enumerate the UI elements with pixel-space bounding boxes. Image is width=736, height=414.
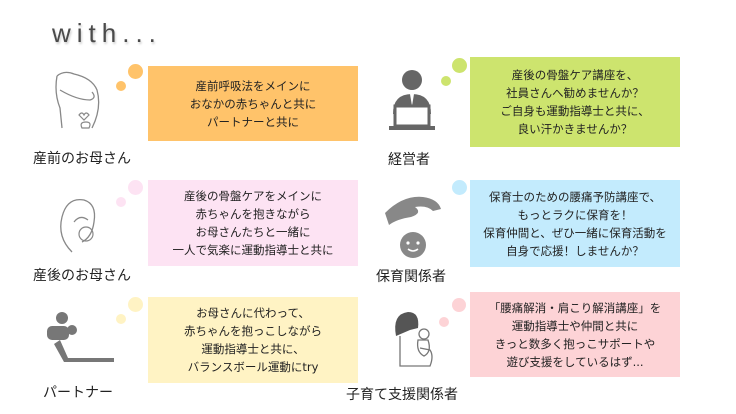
card-line: 運動指導士や仲間と共に — [511, 318, 639, 333]
message-card: 産前呼吸法をメインに おなかの赤ちゃんと共に パートナーと共に — [148, 66, 358, 141]
card-label: 産後のお母さん — [33, 268, 131, 284]
card-line: 社員さんへ勧めませんか？ — [506, 86, 644, 100]
thought-dot — [441, 76, 451, 86]
message-card: 産後の骨盤ケアをメインに 赤ちゃんを抱きながら お母さんたちと一緒に 一人で気楽… — [148, 180, 358, 266]
page-title: with... — [52, 18, 162, 48]
thought-dot — [116, 81, 126, 91]
message-card: 保育士のための腰痛予防講座で、 もっとラクに保育を！ 保育仲間と、ぜひ一緒に保育… — [470, 180, 680, 267]
card-line: ご自身も運動指導士と共に、 — [500, 104, 650, 118]
mother-baby-icon — [60, 198, 96, 253]
message-card: 「腰痛解消・肩こり解消講座」を 運動指導士や仲間と共に きっと数多く抱っこサポー… — [470, 292, 680, 377]
card-line: 良い汗かきませんか？ — [517, 122, 633, 136]
card-line: 保育仲間と、ぜひ一緒に保育活動を — [483, 225, 667, 240]
card-line: 産後の骨盤ケアをメインに — [184, 189, 322, 203]
card-line: 運動指導士と共に、 — [201, 342, 305, 356]
card-line: 産前呼吸法をメインに — [195, 78, 311, 93]
card-label: 経営者 — [388, 152, 430, 168]
thought-dot — [452, 58, 467, 73]
thought-dot — [116, 197, 126, 207]
card-line: お母さんたちと一緒に — [195, 225, 311, 239]
card-line: きっと数多く抱っこサポートや — [494, 336, 656, 351]
card-line: パートナーと共に — [207, 114, 299, 129]
card-line: おなかの赤ちゃんと共に — [189, 96, 317, 111]
businessman-laptop-icon — [389, 70, 435, 130]
card-line: 産後の骨盤ケア講座を、 — [511, 68, 639, 82]
card-line: お母さんに代わって、 — [196, 306, 310, 320]
card-line: 赤ちゃんを抱っこしながら — [184, 324, 322, 338]
card-label: 産前のお母さん — [33, 151, 131, 167]
card-line: 保育士のための腰痛予防講座で、 — [488, 189, 662, 204]
thought-dot — [452, 298, 466, 312]
card-label: 保育関係者 — [376, 269, 446, 285]
thought-dot — [128, 64, 143, 79]
partner-exercise-icon — [47, 312, 114, 362]
pregnant-woman-icon — [55, 71, 100, 129]
card-line: 遊び支援をしているはず... — [506, 354, 644, 369]
childcare-hand-icon — [385, 196, 441, 258]
thought-dot — [116, 314, 126, 324]
card-line: 「腰痛解消・肩こり解消講座」を — [488, 300, 662, 315]
thought-dot — [439, 317, 449, 327]
card-line: 自身で応援！しませんか？ — [506, 243, 644, 258]
message-card: お母さんに代わって、 赤ちゃんを抱っこしながら 運動指導士と共に、 バランスボー… — [148, 297, 358, 383]
card-line: バランスボール運動にtry — [187, 360, 319, 374]
card-label: 子育て支援関係者 — [346, 387, 458, 403]
thought-dot — [128, 297, 143, 312]
card-line: 赤ちゃんを抱きながら — [195, 207, 311, 221]
thought-dot — [452, 180, 467, 195]
card-line: もっとラクに保育を！ — [517, 207, 633, 222]
thought-dot — [128, 180, 143, 195]
caregiver-holding-baby-icon — [395, 312, 433, 367]
card-label: パートナー — [43, 385, 113, 401]
card-line: 一人で気楽に運動指導士と共に — [172, 243, 334, 257]
message-card: 産後の骨盤ケア講座を、 社員さんへ勧めませんか？ ご自身も運動指導士と共に、 良… — [470, 57, 680, 147]
